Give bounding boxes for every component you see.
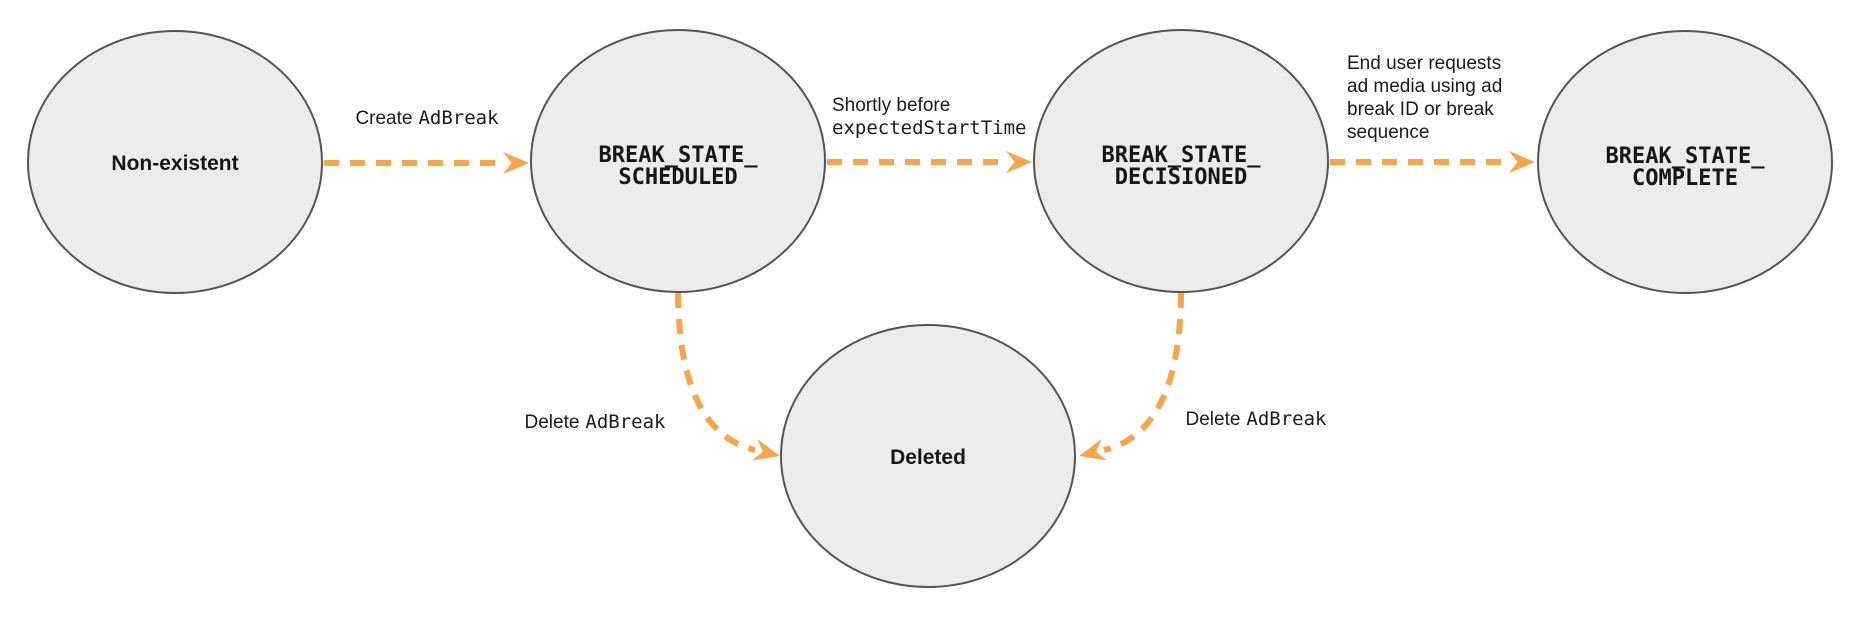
state-circle [780,324,1076,588]
edge-label-end-user-line4: sequence [1347,122,1429,143]
arrowhead-icon [752,439,780,461]
state-label-complete-line1: BREAK_STATE_ [1606,144,1766,169]
arrowhead-icon [1006,151,1032,173]
state-node-break-state-decisioned: BREAK_STATE_ DECISIONED [1033,29,1329,293]
state-label-scheduled-line2: SCHEDULED [618,165,737,190]
edge-shortly-before: Shortly before expectedStartTime [827,95,1032,173]
state-label-decisioned-line1: BREAK_STATE_ [1102,143,1262,168]
arrowhead-icon [1509,151,1535,173]
state-label-decisioned-line2: DECISIONED [1115,165,1247,190]
state-circle [1537,30,1833,294]
state-circle [27,30,323,294]
edge-label-end-user-line3: break ID or break [1347,99,1494,120]
state-node-break-state-scheduled: BREAK_STATE_ SCHEDULED [530,29,826,293]
edge-label-shortly-before-line2: expectedStartTime [832,117,1026,139]
state-label-non-existent: Non-existent [111,152,238,175]
state-node-non-existent: Non-existent [27,30,323,294]
state-node-break-state-complete: BREAK_STATE_ COMPLETE [1537,30,1833,294]
edge-label-shortly-before-line1: Shortly before [832,95,950,116]
state-circle [530,29,826,293]
state-label-scheduled-line1: BREAK_STATE_ [599,143,759,168]
arrowhead-icon [1079,439,1107,461]
edge-delete-left-curve [675,292,756,453]
edge-label-end-user-line1: End user requests [1347,53,1501,74]
arrowhead-icon [503,152,529,174]
edge-delete-right-curve [1103,292,1184,453]
state-label-complete-line2: COMPLETE [1632,166,1738,191]
edge-label-end-user-line2: ad media using ad [1347,76,1502,97]
state-circle [1033,29,1329,293]
state-label-deleted: Deleted [890,446,966,469]
edge-end-user-request: End user requests ad media using ad brea… [1330,53,1535,173]
state-node-deleted: Deleted [780,324,1076,588]
